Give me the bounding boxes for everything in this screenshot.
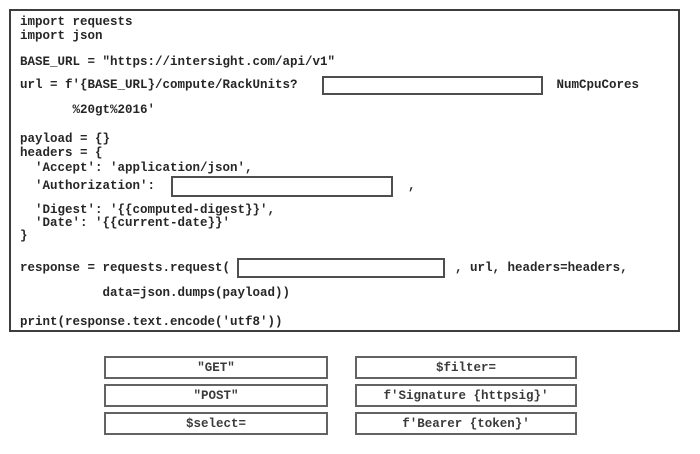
code-line-request: response = requests.request( , url, head…	[20, 258, 628, 278]
option-get[interactable]: "GET"	[104, 356, 328, 379]
drop-target-authorization[interactable]	[171, 176, 394, 197]
url-line-before: url = f'{BASE_URL}/compute/RackUnits?	[20, 78, 298, 92]
option-filter[interactable]: $filter=	[355, 356, 577, 379]
code-line-url: url = f'{BASE_URL}/compute/RackUnits? Nu…	[20, 76, 639, 95]
request-line-before: response = requests.request(	[20, 260, 231, 275]
code-line-digest: 'Digest': '{{computed-digest}}',	[20, 203, 276, 217]
code-line-date: 'Date': '{{current-date}}'	[20, 216, 231, 230]
code-line-headers-open: headers = {	[20, 146, 103, 160]
url-line-after: NumCpuCores	[556, 78, 640, 92]
code-line-authorization: 'Authorization': ,	[20, 176, 416, 197]
code-line-import-requests: import requests	[20, 15, 133, 29]
request-line-after: , url, headers=headers,	[455, 260, 628, 275]
code-line-payload: payload = {}	[20, 132, 111, 146]
code-line-print: print(response.text.encode('utf8'))	[20, 315, 283, 329]
code-line-base-url: BASE_URL = "https://intersight.com/api/v…	[20, 55, 336, 69]
auth-line-after: ,	[408, 179, 416, 193]
drop-target-query-param[interactable]	[321, 76, 543, 95]
auth-line-before: 'Authorization':	[20, 179, 156, 193]
option-signature[interactable]: f'Signature {httpsig}'	[355, 384, 577, 407]
option-select[interactable]: $select=	[104, 412, 328, 435]
option-bearer[interactable]: f'Bearer {token}'	[355, 412, 577, 435]
code-line-url-continued: %20gt%2016'	[20, 103, 156, 117]
code-panel: import requests import json BASE_URL = "…	[9, 9, 680, 332]
code-line-accept: 'Accept': 'application/json',	[20, 161, 253, 175]
code-line-import-json: import json	[20, 29, 103, 43]
code-line-headers-close: }	[20, 229, 28, 243]
drop-target-http-method[interactable]	[237, 258, 446, 278]
code-line-data-arg: data=json.dumps(payload))	[20, 286, 291, 300]
option-post[interactable]: "POST"	[104, 384, 328, 407]
